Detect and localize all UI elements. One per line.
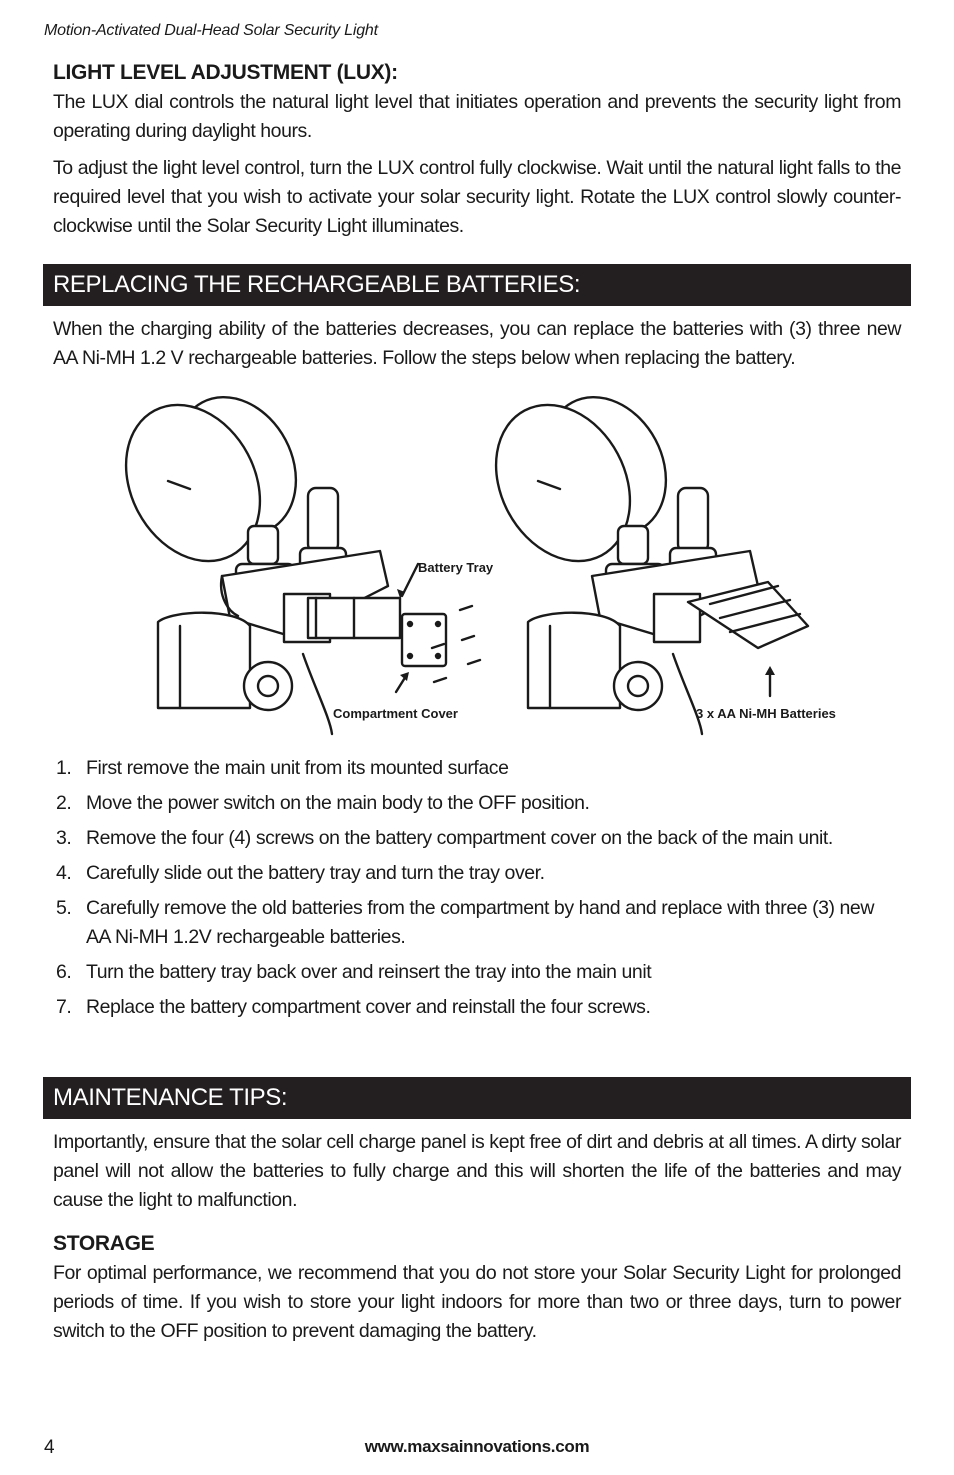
light-unit-right	[494, 396, 810, 736]
maintenance-section: Importantly, ensure that the solar cell …	[53, 1128, 901, 1346]
step-number: 2.	[56, 792, 72, 814]
step-number: 3.	[56, 827, 72, 849]
step-number: 5.	[56, 897, 72, 919]
footer-url: www.maxsainnovations.com	[364, 1437, 590, 1456]
batteries-intro-block: When the charging ability of the batteri…	[53, 315, 901, 373]
step-item: 7. Replace the battery compartment cover …	[56, 993, 886, 1022]
step-text: Carefully remove the old batteries from …	[86, 897, 874, 948]
compartment-cover	[400, 612, 448, 668]
battery-steps-list: 1. First remove the main unit from its mo…	[56, 754, 886, 1028]
batteries-heading: REPLACING THE RECHARGEABLE BATTERIES:	[43, 264, 911, 306]
lux-heading: LIGHT LEVEL ADJUSTMENT (LUX):	[53, 61, 398, 84]
step-item: 4. Carefully slide out the battery tray a…	[56, 859, 886, 888]
step-item: 2. Move the power switch on the main body…	[56, 789, 886, 818]
step-text: Remove the four (4) screws on the batter…	[86, 827, 833, 849]
step-item: 3. Remove the four (4) screws on the batt…	[56, 824, 886, 853]
storage-paragraph: For optimal performance, we recommend th…	[53, 1262, 901, 1342]
arrow-battery-tray	[400, 562, 420, 598]
lux-paragraph-1: The LUX dial controls the natural light …	[53, 91, 901, 142]
step-item: 5. Carefully remove the old batteries fro…	[56, 894, 886, 952]
step-number: 1.	[56, 757, 72, 779]
label-compartment-cover: Compartment Cover	[333, 706, 458, 721]
step-text: Replace the battery compartment cover an…	[86, 996, 651, 1018]
step-text: Carefully slide out the battery tray and…	[86, 862, 545, 884]
battery-replacement-illustration: Battery Tray Compartment Cover 3 x AA Ni…	[124, 396, 836, 736]
label-battery-tray: Battery Tray	[418, 560, 494, 575]
lux-section: LIGHT LEVEL ADJUSTMENT (LUX): The LUX di…	[53, 60, 901, 241]
step-text: First remove the main unit from its moun…	[86, 757, 509, 779]
step-text: Move the power switch on the main body t…	[86, 792, 590, 814]
maintenance-paragraph: Importantly, ensure that the solar cell …	[53, 1131, 901, 1211]
step-item: 1. First remove the main unit from its mo…	[56, 754, 886, 783]
batteries-intro: When the charging ability of the batteri…	[53, 318, 901, 369]
page-number: 4	[44, 1437, 55, 1458]
maintenance-heading: MAINTENANCE TIPS:	[43, 1077, 911, 1119]
light-unit-left	[124, 396, 482, 736]
lux-paragraph-2: To adjust the light level control, turn …	[53, 157, 901, 237]
step-text: Turn the battery tray back over and rein…	[86, 961, 652, 983]
battery-tray-open	[686, 580, 810, 650]
storage-heading: STORAGE	[53, 1232, 155, 1255]
step-number: 4.	[56, 862, 72, 884]
label-batteries: 3 x AA Ni-MH Batteries	[696, 706, 836, 721]
running-title: Motion-Activated Dual-Head Solar Securit…	[44, 22, 378, 39]
step-number: 7.	[56, 996, 72, 1018]
step-item: 6. Turn the battery tray back over and re…	[56, 958, 886, 987]
step-number: 6.	[56, 961, 72, 983]
